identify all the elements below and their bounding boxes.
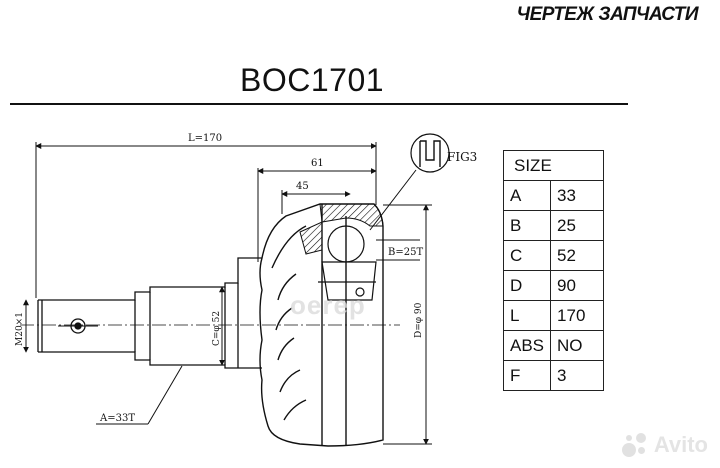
inner-race	[318, 225, 377, 301]
part-number: BOC1701	[240, 62, 385, 98]
size-row: C 52	[502, 240, 605, 271]
spline-a-label: A=33T	[99, 413, 135, 424]
size-table: SIZE A 33 B 25 C 52 D 90 L 170 ABS NO F …	[502, 150, 605, 391]
avito-watermark: Avito	[621, 432, 708, 458]
diameter-c-dimension: C=φ 52	[212, 286, 225, 366]
fig3-callout: FIG3	[369, 133, 477, 231]
size-row: A 33	[502, 180, 605, 211]
size-key: L	[502, 300, 552, 331]
size-value: 3	[550, 360, 605, 391]
dim-61: 61	[257, 158, 377, 262]
size-row: L 170	[502, 300, 605, 331]
dim-45-label: 45	[296, 181, 309, 192]
size-value: 90	[550, 270, 605, 301]
size-key: A	[502, 180, 552, 211]
size-key: D	[502, 270, 552, 301]
spline-a-leader: A=33T	[96, 365, 183, 425]
dim-45: 45	[281, 181, 351, 214]
size-key: F	[502, 360, 552, 391]
avito-watermark-text: Avito	[653, 432, 708, 457]
size-table-header-row: SIZE	[502, 150, 605, 181]
thread-label: M20×1	[15, 312, 25, 346]
thread-dimension: M20×1	[15, 299, 29, 353]
diameter-d-label: D=φ 90	[414, 302, 424, 338]
hatched-section-lower	[299, 221, 323, 255]
size-value: NO	[550, 330, 605, 361]
size-row: D 90	[502, 270, 605, 301]
size-value: 25	[550, 210, 605, 241]
size-key: B	[502, 210, 552, 241]
spline-b-label: B=25T	[388, 247, 423, 258]
hatched-section	[319, 203, 384, 227]
size-key: ABS	[502, 330, 552, 361]
size-value: 170	[550, 300, 605, 331]
size-value: 33	[550, 180, 605, 211]
drawing-title: ЧЕРТЕЖ ЗАПЧАСТИ	[516, 4, 699, 25]
size-row: ABS NO	[502, 330, 605, 361]
size-row: B 25	[502, 210, 605, 241]
spline-b-dimension: B=25T	[376, 239, 423, 261]
fig3-label: FIG3	[447, 150, 477, 164]
diameter-c-label: C=φ 52	[212, 311, 222, 346]
size-row: F 3	[502, 360, 605, 391]
size-table-header: SIZE	[502, 150, 605, 181]
size-value: 52	[550, 240, 605, 271]
size-key: C	[502, 240, 552, 271]
diameter-d-dimension: D=φ 90	[383, 204, 432, 445]
avito-logo-icon	[621, 433, 650, 457]
header-divider	[10, 103, 628, 105]
stub-shaft	[37, 257, 262, 369]
length-label: L=170	[188, 133, 222, 144]
oerep-watermark: oerep	[290, 290, 366, 320]
dim-61-label: 61	[311, 158, 324, 169]
